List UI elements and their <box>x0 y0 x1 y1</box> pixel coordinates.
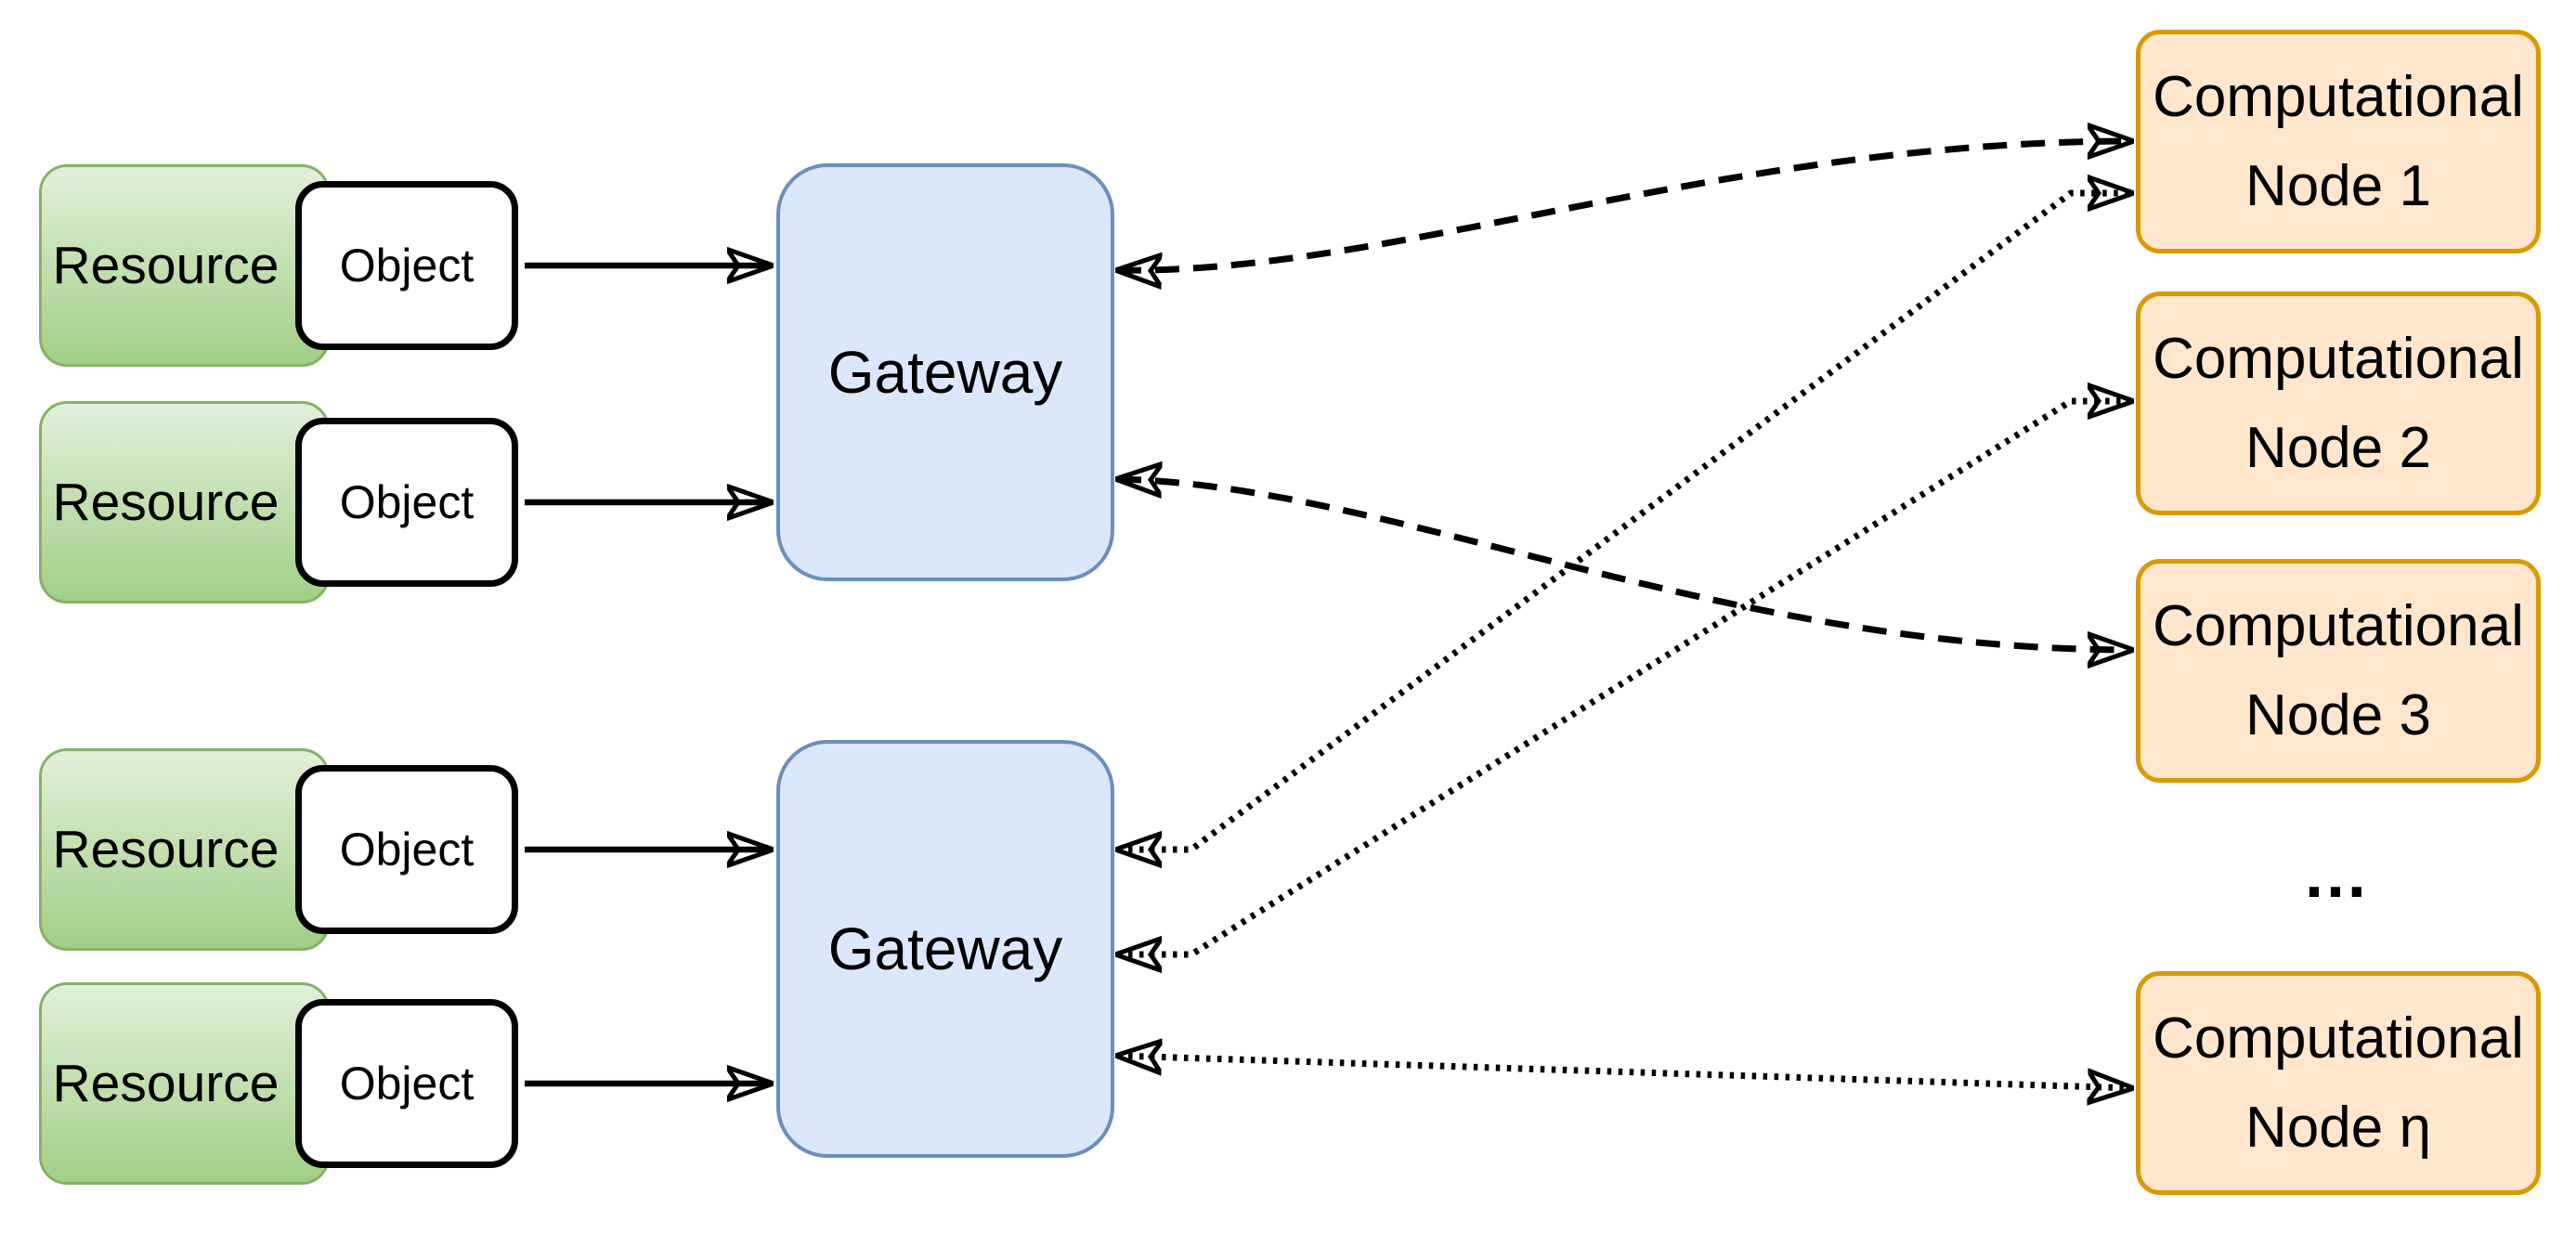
computational-node-2: Computational Node 2 <box>2136 292 2541 515</box>
resource-label: Resource <box>52 1054 280 1113</box>
object-box-1: Object <box>295 181 518 350</box>
node-label-line1: Computational <box>2153 326 2524 391</box>
node-label-line1: Computational <box>2153 593 2524 658</box>
resource-label: Resource <box>52 820 280 879</box>
resource-box-1: Resource <box>39 164 330 367</box>
computational-node-1: Computational Node 1 <box>2136 30 2541 253</box>
object-box-4: Object <box>295 999 518 1168</box>
gateway-box-2: Gateway <box>776 740 1114 1158</box>
dashed-link-gateway1-node3 <box>1117 479 2132 650</box>
object-label: Object <box>339 1058 475 1110</box>
node-label-line2: Node 3 <box>2245 682 2431 747</box>
object-box-2: Object <box>295 418 518 587</box>
dashed-link-gateway1-node1 <box>1117 141 2132 270</box>
object-label: Object <box>339 824 475 876</box>
resource-box-4: Resource <box>39 982 330 1185</box>
node-label-line2: Node 2 <box>2245 415 2431 480</box>
dotted-link-gateway2-node1 <box>1117 193 2132 850</box>
computational-node-n: Computational Node η <box>2136 971 2541 1195</box>
resource-label: Resource <box>52 473 280 532</box>
dotted-link-gateway2-node2 <box>1117 401 2132 954</box>
node-label-line1: Computational <box>2153 64 2524 129</box>
dotted-link-gateway2-node-n <box>1117 1056 2132 1088</box>
node-label-line2: Node 1 <box>2245 153 2431 218</box>
computational-node-3: Computational Node 3 <box>2136 559 2541 783</box>
object-label: Object <box>339 240 475 292</box>
resource-box-3: Resource <box>39 748 330 951</box>
object-label: Object <box>339 476 475 528</box>
gateway-box-1: Gateway <box>776 163 1114 581</box>
node-label-line1: Computational <box>2153 1006 2524 1071</box>
more-nodes-ellipsis: … <box>2302 837 2374 912</box>
resource-label: Resource <box>52 236 280 295</box>
resource-box-2: Resource <box>39 401 330 604</box>
node-label-line2: Node η <box>2245 1095 2431 1160</box>
object-box-3: Object <box>295 765 518 934</box>
gateway-label: Gateway <box>827 339 1063 406</box>
gateway-label: Gateway <box>827 915 1063 982</box>
